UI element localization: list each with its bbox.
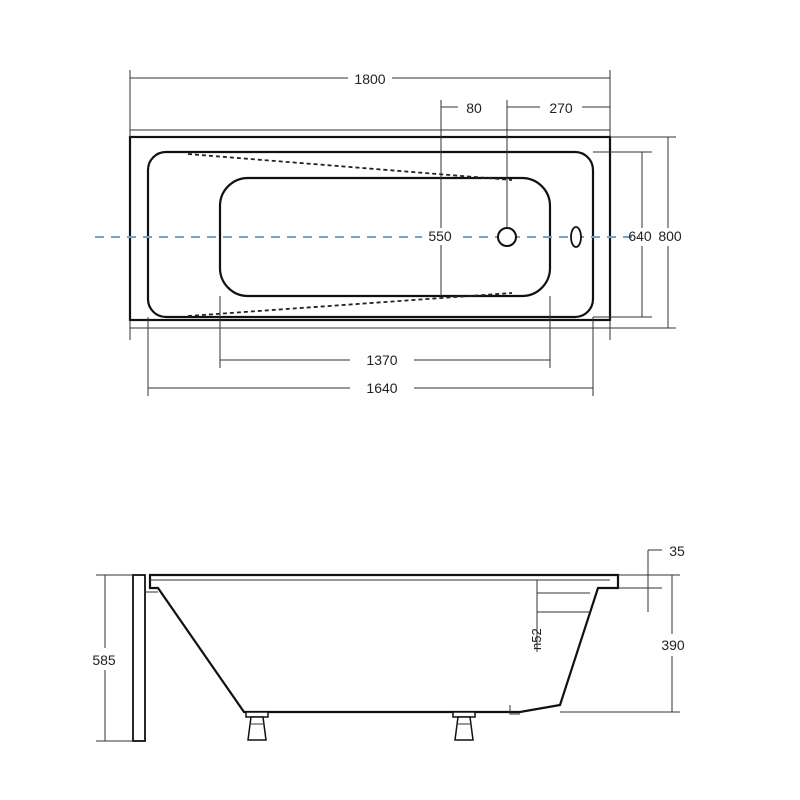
dim-overflow-offset: 80 (466, 100, 482, 116)
slope-line-bottom (187, 292, 513, 317)
front-panel (132, 574, 146, 742)
dim-inner-length: 1640 (366, 380, 397, 396)
dim-drain-offset: 270 (549, 100, 573, 116)
tub-outer-rim (128, 135, 612, 322)
drain-outlet (509, 705, 520, 715)
dim-overall-width: 800 (658, 228, 682, 244)
dim-floor-length: 1370 (366, 352, 397, 368)
slope-line-top (187, 153, 513, 181)
dim-tub-depth: 390 (661, 637, 685, 653)
tub-inner-basin (146, 150, 595, 319)
dim-floor-width: 550 (428, 228, 452, 244)
dim-overall-length: 1800 (354, 71, 385, 87)
right-foot (452, 711, 476, 741)
tub-shell (148, 573, 620, 714)
drain-icon (497, 227, 517, 247)
dim-overflow-diameter: n52 (529, 628, 544, 650)
left-foot (245, 711, 269, 741)
dim-total-height: 585 (92, 652, 116, 668)
dim-rim-thickness: 35 (669, 543, 685, 559)
dim-inner-width: 640 (628, 228, 652, 244)
top-view: 1800 80 270 550 640 800 1370 (95, 70, 682, 396)
side-view: n52 585 390 35 (92, 543, 685, 742)
overflow-icon (570, 226, 582, 248)
